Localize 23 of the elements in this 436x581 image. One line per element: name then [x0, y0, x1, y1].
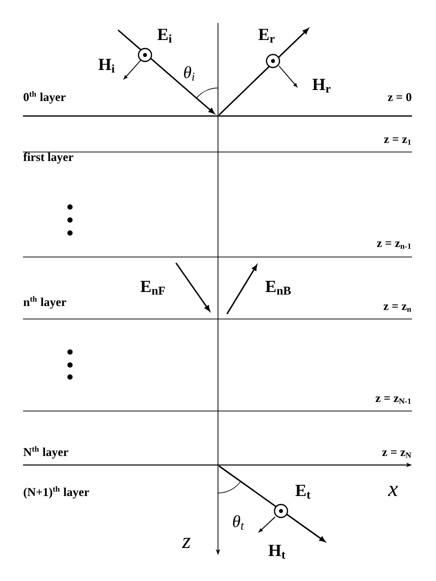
boundary-label: z = z$_{n}$: [384, 304, 412, 312]
layer-label: N$^{th}$ layer: [23, 446, 68, 459]
boundary-label: z = 0: [388, 93, 412, 102]
field-label: E$_{nB}$: [266, 280, 291, 295]
boundary-label: z = z$_{n-1}$: [376, 241, 411, 249]
layer-label: first layer: [23, 152, 74, 164]
field-label: E$_{r}$: [258, 28, 275, 43]
axis-label: z: [182, 538, 190, 548]
boundary-label: z = z$_{1}$: [384, 137, 411, 145]
boundary-label: z = z$_{N}$: [382, 450, 412, 458]
field-label: E$_{i}$: [158, 28, 172, 43]
boundary-label: z = z$_{N-1}$: [376, 396, 411, 404]
field-label: H$_{i}$: [98, 58, 115, 73]
field-label: H$_{r}$: [312, 78, 330, 93]
axis-label: x: [388, 486, 398, 496]
field-label: H$_{t}$: [268, 544, 286, 559]
layer-label: 0$^{th}$ layer: [24, 91, 66, 104]
angle-label: θ$_{t}$: [233, 515, 244, 530]
field-label: E$_{nF}$: [140, 280, 165, 295]
layer-label: (N+1)$^{th}$ layer: [24, 486, 90, 499]
angle-label: θ$_{i}$: [184, 66, 194, 81]
layer-label: n$^{th}$ layer: [24, 296, 66, 309]
field-label: E$_{t}$: [296, 484, 310, 499]
